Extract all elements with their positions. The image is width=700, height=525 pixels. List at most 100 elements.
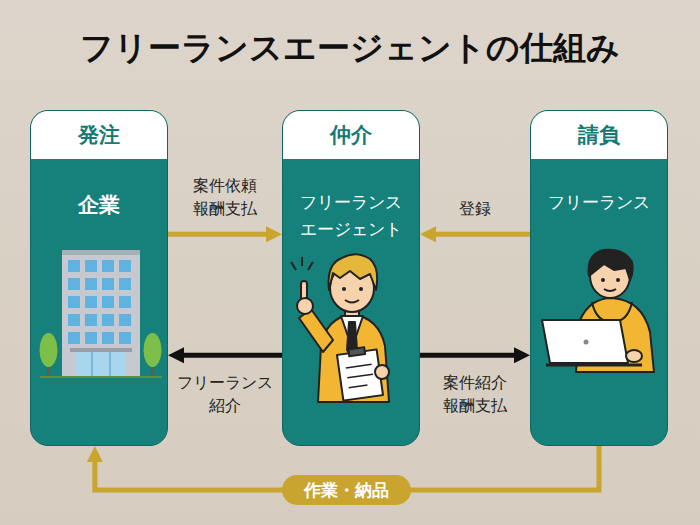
illustration-part <box>119 278 131 290</box>
flow-label: 案件依頼 報酬支払 <box>173 174 277 220</box>
role-panel: 発注企業 <box>30 110 168 446</box>
illustration-part <box>102 260 114 272</box>
illustration-part <box>330 264 374 312</box>
illustration-part <box>91 352 93 376</box>
illustration-part <box>346 364 372 368</box>
illustration-part <box>102 332 114 344</box>
illustration-part <box>546 364 642 367</box>
illustration-part <box>584 340 589 345</box>
illustration-part <box>348 347 365 356</box>
illustration-part <box>299 309 333 352</box>
illustration-part <box>347 322 357 357</box>
illustration-part <box>308 262 313 270</box>
illustration-part <box>345 304 359 316</box>
illustration-part <box>359 287 363 291</box>
flow-arrow <box>168 232 274 237</box>
illustration-part <box>68 314 80 326</box>
flow-arrow <box>176 353 282 358</box>
illustration-part <box>68 332 80 344</box>
illustration-part <box>590 254 630 298</box>
illustration-part <box>68 296 80 308</box>
illustration-part <box>318 314 389 402</box>
freelancer-figure <box>542 250 654 372</box>
illustration-part <box>601 278 605 282</box>
edge-label-box: 案件依頼 報酬支払 <box>173 174 277 220</box>
illustration-part <box>347 374 373 378</box>
illustration-part <box>40 333 58 367</box>
illustration-part <box>576 298 654 372</box>
illustration-part <box>85 260 97 272</box>
diagram-title: フリーランスエージェントの仕組み <box>0 28 700 68</box>
edge-label-box: 登録 <box>423 197 527 220</box>
building-icon <box>40 250 163 377</box>
illustration-part <box>337 349 383 400</box>
illustration-part <box>151 360 154 377</box>
illustration-part <box>119 260 131 272</box>
illustration-part <box>85 314 97 326</box>
illustration-part <box>85 296 97 308</box>
illustration-part <box>301 257 303 266</box>
illustration-part <box>62 250 140 255</box>
illustration-part <box>375 365 389 379</box>
illustration-part <box>119 296 131 308</box>
panel-body: フリーランス エージェント <box>283 159 419 243</box>
flow-label: 案件紹介 報酬支払 <box>423 371 527 417</box>
panel-header: 請負 <box>531 111 667 159</box>
illustration-part <box>349 385 368 388</box>
illustration-part <box>102 296 114 308</box>
role-label: 請負 <box>578 121 620 149</box>
flow-arrow <box>428 232 530 237</box>
role-panel: 請負フリーランス <box>530 110 668 446</box>
flow-label: フリーランス 紹介 <box>173 371 277 417</box>
agent-figure <box>291 254 389 402</box>
illustration-part <box>589 250 633 280</box>
role-label: 発注 <box>78 121 120 149</box>
illustration-part <box>62 250 140 376</box>
illustration-part <box>301 281 307 301</box>
illustration-part <box>85 278 97 290</box>
building-windows <box>68 260 131 344</box>
illustration-part <box>119 332 131 344</box>
illustration-part <box>40 376 162 378</box>
panel-body: フリーランス <box>531 159 667 216</box>
illustration-part <box>341 316 363 348</box>
panel-header: 仲介 <box>283 111 419 159</box>
illustration-part <box>345 300 359 303</box>
illustration-part <box>68 278 80 290</box>
illustration-part <box>604 289 616 291</box>
illustration-part <box>542 320 628 363</box>
illustration-part <box>144 333 162 367</box>
illustration-part <box>626 350 642 362</box>
flow-pill-label: 作業・納品 <box>282 475 411 505</box>
role-label: 仲介 <box>330 121 372 149</box>
illustration-part <box>291 262 296 270</box>
panel-body: 企業 <box>31 159 167 223</box>
illustration-part <box>102 314 114 326</box>
edge-label-box: 案件紹介 報酬支払 <box>423 371 527 417</box>
illustration-part <box>592 302 632 322</box>
illustration-part <box>47 360 50 377</box>
illustration-part <box>329 254 378 290</box>
illustration-part <box>119 314 131 326</box>
edge-label-box: フリーランス 紹介 <box>173 371 277 417</box>
illustration-part <box>85 332 97 344</box>
party-name: 企業 <box>78 189 120 223</box>
flow-label: 登録 <box>459 197 491 220</box>
illustration-part <box>102 278 114 290</box>
role-panel: 仲介フリーランス エージェント <box>282 110 420 446</box>
flow-arrow <box>420 353 522 358</box>
illustration-part <box>616 278 620 282</box>
illustration-part <box>336 345 383 400</box>
edge-label-box: 作業・納品 <box>282 475 411 505</box>
illustration-part <box>68 260 80 272</box>
party-name: フリーランス <box>548 189 650 216</box>
panel-header: 発注 <box>31 111 167 159</box>
party-name: フリーランス エージェント <box>289 189 413 243</box>
illustration-part <box>342 287 346 291</box>
illustration-part <box>297 298 313 314</box>
illustration-part <box>109 352 111 376</box>
